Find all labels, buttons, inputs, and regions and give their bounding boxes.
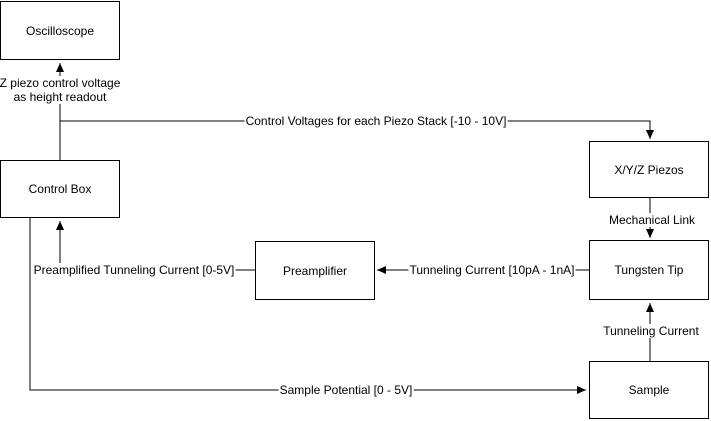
edge-label-tunneling-current: Tunneling Current [602,324,700,338]
node-preamplifier-label: Preamplifier [282,263,348,278]
edge-label-preamplified-current: Preamplified Tunneling Current [0-5V] [32,263,236,277]
edge-label-height-readout-line2: as height readout [13,90,107,104]
edge-label-height-readout: Z piezo control voltage as height readou… [0,76,122,104]
node-sample: Sample [589,361,709,419]
node-preamplifier: Preamplifier [255,241,375,300]
edge-label-sample-potential: Sample Potential [0 - 5V] [278,383,414,397]
node-oscilloscope-label: Oscilloscope [25,23,95,38]
edge-label-control-voltages: Control Voltages for each Piezo Stack [-… [244,114,508,128]
node-control-box: Control Box [0,160,120,218]
node-tungsten-tip-label: Tungsten Tip [614,263,684,277]
node-sample-label: Sample [628,383,670,397]
node-xyz-piezos: X/Y/Z Piezos [589,141,709,198]
edge-label-height-readout-line1: Z piezo control voltage [0,76,121,90]
edge-label-mechanical-link: Mechanical Link [607,213,697,227]
node-xyz-piezos-label: X/Y/Z Piezos [614,162,684,177]
node-oscilloscope: Oscilloscope [0,1,120,60]
edge-label-tunneling-current-range: Tunneling Current [10pA - 1nA] [408,263,576,277]
node-control-box-label: Control Box [28,182,92,196]
node-tungsten-tip: Tungsten Tip [589,240,709,300]
